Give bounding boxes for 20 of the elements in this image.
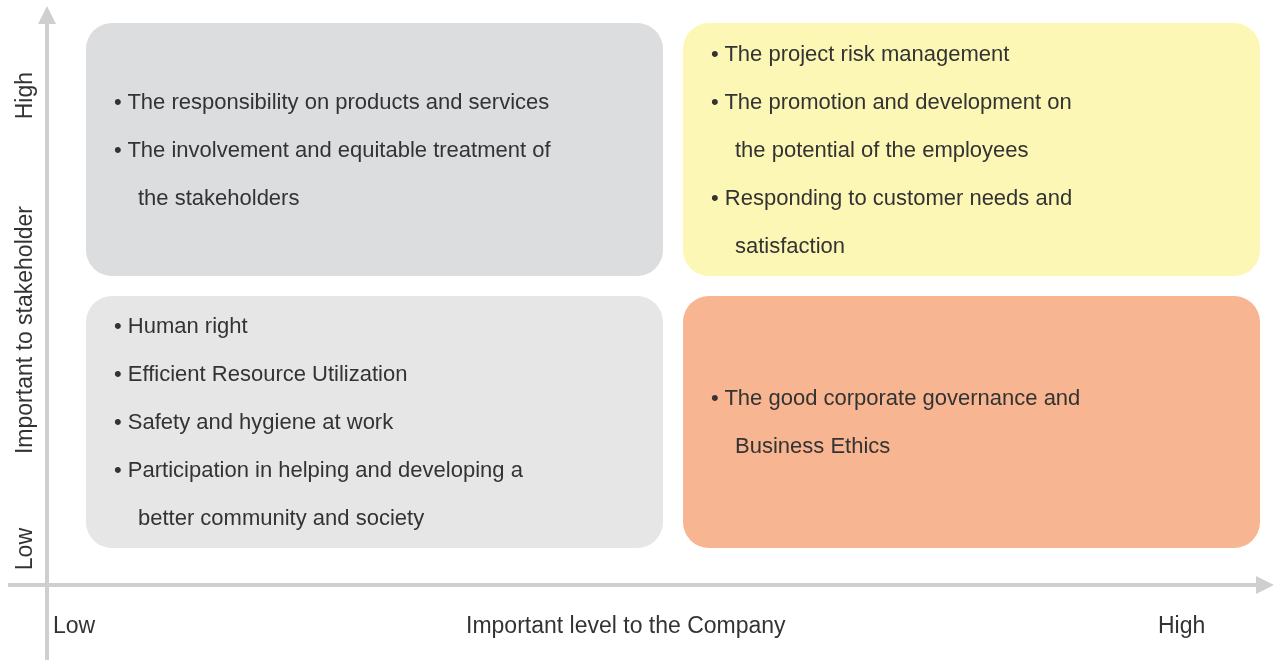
quadrant-box (86, 23, 663, 276)
axis-title: Important level to the Company (466, 611, 786, 639)
bullet-item: • The promotion and development on the potential of the employees (711, 87, 1073, 164)
bullet-item: • The project risk management (711, 39, 1011, 68)
bullet-item: • Efficient Resource Utilization (114, 360, 409, 388)
bullet-item: • Participation in helping and developing a better community and society (114, 456, 524, 532)
quadrant-box (683, 23, 1260, 276)
bullet-item: • Safety and hygiene at work (114, 408, 395, 436)
quadrant-box (683, 296, 1260, 548)
axis-end-label: High (1158, 611, 1206, 639)
bullet-item: • The responsibility on products and services (114, 87, 551, 116)
axis-title: Important to stakeholder (10, 206, 38, 455)
bullet-item: • Responding to customer needs and satisfaction (711, 183, 1074, 260)
axis-end-label: Low (53, 611, 96, 639)
bullet-item: • The good corporate governance and Business Ethics (711, 384, 1082, 460)
quadrant-box (86, 296, 663, 548)
axis-end-label: High (10, 72, 38, 120)
axis-end-label: Low (10, 528, 38, 571)
bullet-item: • Human right (114, 312, 249, 340)
bullet-item: • The involvement and equitable treatment of the stakeholders (114, 135, 552, 212)
